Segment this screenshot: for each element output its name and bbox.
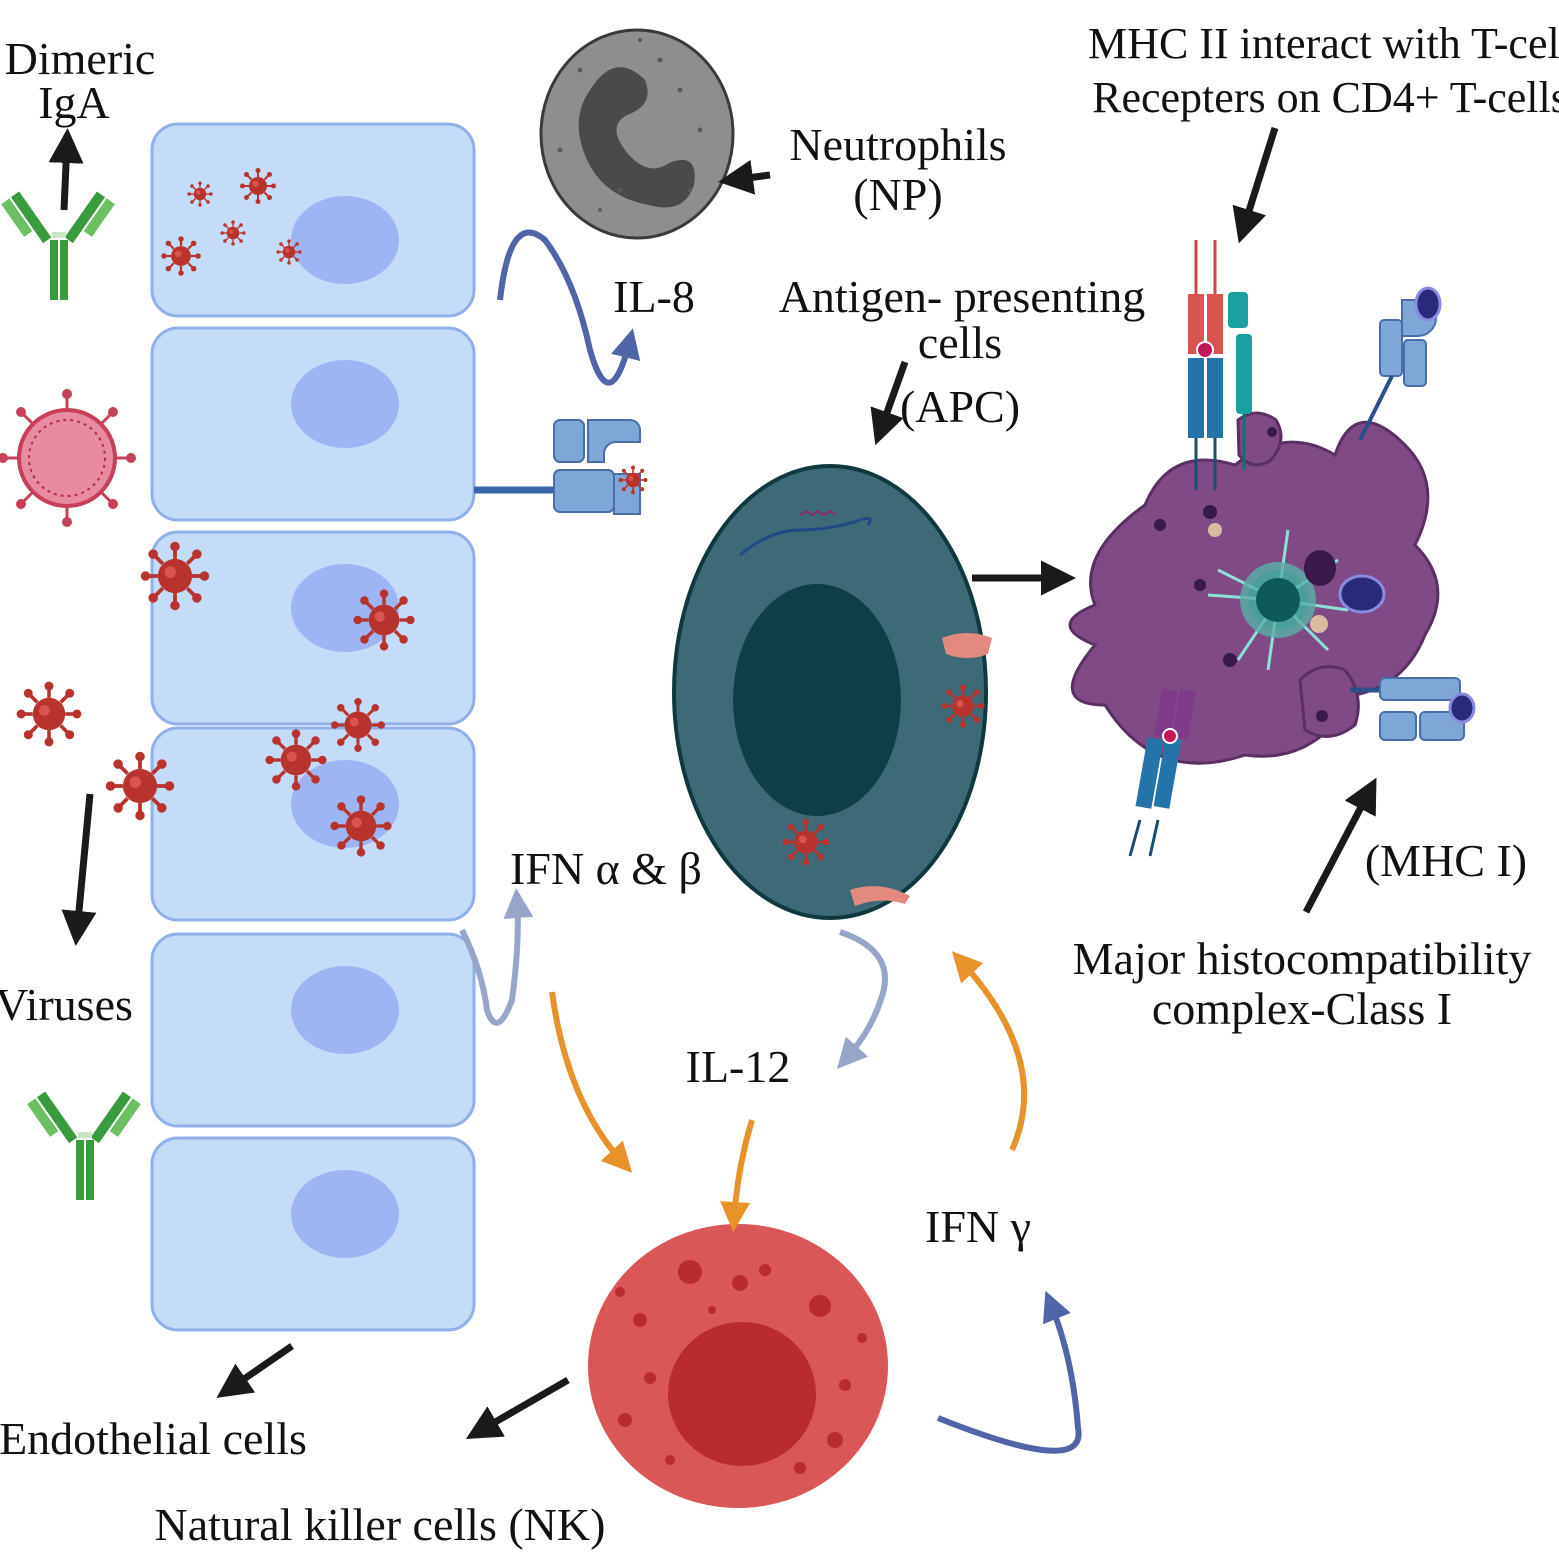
orange-arrow-il12-to-nk: [720, 1119, 755, 1232]
virus-icon: [138, 539, 212, 613]
nk-ifn-gamma-arrow: [936, 1290, 1082, 1454]
label-dimeric: Dimeric: [5, 33, 156, 84]
label-endothelial-cells: Endothelial cells: [0, 1413, 307, 1464]
tcr-lower-icon: [1128, 688, 1197, 857]
arrow-up-icon: [48, 128, 84, 211]
cell-nucleus: [291, 1170, 399, 1258]
arrow-icon: [718, 159, 771, 195]
antigen-presenting-cell: [672, 464, 992, 920]
il12-arrow: [837, 929, 888, 1069]
label-il8: IL-8: [613, 271, 695, 322]
label-np: (NP): [853, 169, 942, 220]
cell-nucleus: [291, 360, 399, 448]
label-mhc2-line1: MHC II interact with T-cell: [1088, 19, 1559, 68]
label-iga: IgA: [38, 77, 110, 128]
virus-icon: [103, 749, 177, 823]
virus-icon: [239, 167, 277, 205]
label-ifn-gamma: IFN γ: [925, 1201, 1031, 1252]
label-nk-cells: Natural killer cells (NK): [155, 1499, 606, 1550]
virus-icon: [328, 793, 394, 859]
antibody-icon: [1, 191, 115, 300]
label-ifn-alpha-beta: IFN α & β: [510, 843, 702, 894]
mhc-ii-tcr-complex-icon: [1188, 240, 1252, 490]
cell-nucleus: [291, 966, 399, 1054]
mhc-i-molecule-icon: [1350, 677, 1476, 741]
arrow-icon: [216, 1343, 294, 1398]
mhc-ii-molecule-icon: [1358, 286, 1442, 441]
ifn-alpha-beta-arrow: [459, 888, 534, 1026]
virus-icon: [275, 238, 303, 266]
label-neutrophils: Neutrophils: [789, 119, 1006, 170]
arrow-icon: [61, 793, 97, 946]
il8-signal-arrow: [497, 229, 641, 386]
antibody-icon: [27, 1091, 141, 1200]
arrow-icon: [870, 360, 909, 446]
virus-icon: [186, 180, 214, 208]
virus-icon: [263, 727, 329, 793]
cell-nucleus: [291, 564, 399, 652]
virus-icon: [14, 679, 84, 749]
virus-icon: [219, 219, 247, 247]
label-apc-line1: Antigen- presenting: [779, 271, 1146, 322]
label-apc-abbrev: (APC): [900, 381, 1020, 432]
arrow-icon: [1302, 777, 1377, 914]
virus-icon: [160, 235, 202, 277]
neutrophil-cell: [539, 28, 735, 240]
dendritic-cell: [1068, 411, 1440, 765]
label-mhc1-line1: Major histocompatibility: [1073, 933, 1532, 984]
nk-cell: [588, 1224, 888, 1508]
label-apc-line2: cells: [918, 317, 1002, 368]
orange-arrow-to-nk: [549, 991, 633, 1173]
virus-icon: [329, 696, 387, 754]
cell-nucleus: [291, 196, 399, 284]
label-viruses: Viruses: [0, 979, 133, 1030]
label-mhc2-line2: Recepters on CD4+ T-cells: [1092, 73, 1559, 122]
ifn-gamma-arrow-to-apc: [951, 951, 1027, 1152]
label-il12: IL-12: [686, 1041, 791, 1092]
virus-icon: [351, 587, 417, 653]
arrow-icon: [465, 1376, 570, 1440]
arrow-icon: [1232, 126, 1279, 244]
label-mhc1-abbrev: (MHC I): [1365, 835, 1527, 886]
enveloped-virus-icon: [0, 389, 136, 527]
label-mhc1-line2: complex-Class I: [1152, 983, 1452, 1034]
epithelial-cell-column: [150, 122, 476, 1332]
receptor-icon: [474, 419, 649, 515]
